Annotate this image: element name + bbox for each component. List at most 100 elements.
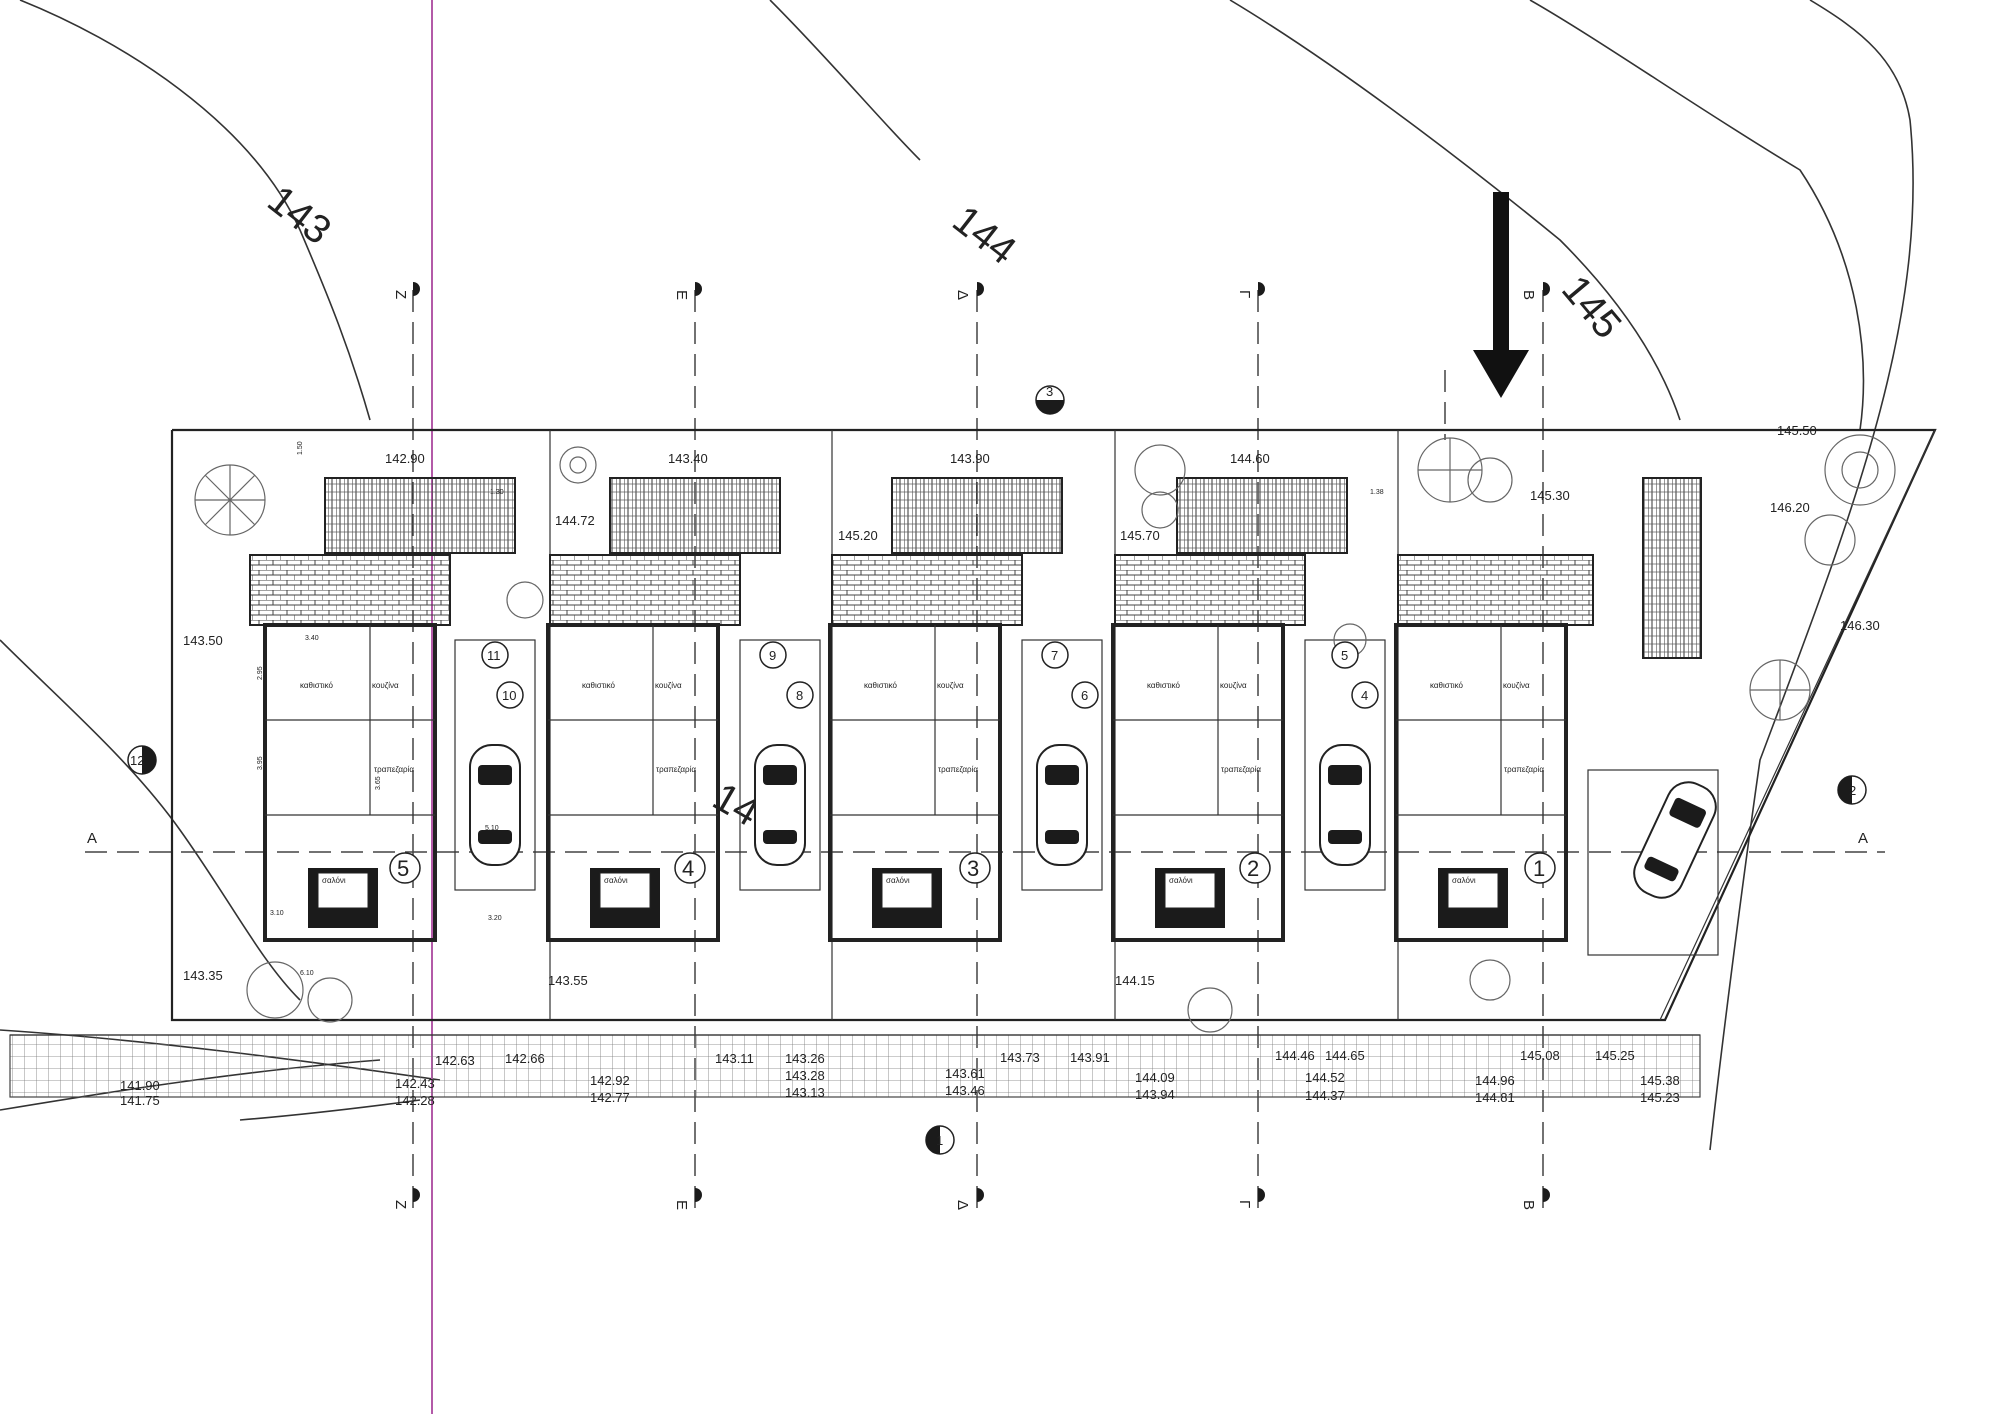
dimension-labels: 3.40 3.95 3.10 5.10 3.20 1.30 1.50 1.38 … <box>257 441 1384 977</box>
elevation-label: 143.73 <box>1000 1050 1040 1065</box>
room-label: τραπεζαρία <box>656 765 696 774</box>
contour-line <box>0 639 301 1001</box>
contour-label-144: 144 <box>944 197 1024 273</box>
svg-text:5.10: 5.10 <box>485 825 499 832</box>
tree-icon <box>307 977 353 1023</box>
trees <box>194 434 1896 1033</box>
svg-text:3: 3 <box>1046 384 1053 399</box>
tree-icon <box>506 581 544 619</box>
svg-text:1.38: 1.38 <box>1370 489 1384 496</box>
contour-line <box>1529 0 1865 431</box>
section-marker-icon: 8 <box>786 681 814 709</box>
svg-text:5: 5 <box>1341 648 1348 663</box>
room-label: κουζίνα <box>1503 681 1530 690</box>
axis-heads <box>413 282 1550 1202</box>
house-unit-3: κουζίνα καθιστικό τραπεζαρία σαλόνι <box>828 623 1002 942</box>
svg-text:3.40: 3.40 <box>305 635 319 642</box>
elevation-label: 142.92 <box>590 1073 630 1088</box>
tree-icon <box>194 464 266 536</box>
tree-icon <box>1804 514 1856 566</box>
elevation-label: 143.90 <box>950 451 990 466</box>
section-axes <box>412 290 1544 1210</box>
car-icon <box>1319 744 1371 866</box>
elevation-label: 142.43 <box>395 1076 435 1091</box>
svg-text:1: 1 <box>936 1133 943 1148</box>
unit-number-2: 2 <box>1239 852 1271 884</box>
elevation-label: 144.37 <box>1305 1088 1345 1103</box>
section-marker-icon: 10 <box>496 681 524 709</box>
elevation-label: 143.11 <box>715 1051 754 1066</box>
terrace-unit-4 <box>549 554 741 626</box>
room-label: σαλόνι <box>604 876 628 885</box>
elevation-label: 144.81 <box>1475 1090 1515 1105</box>
elevation-label: 144.46 <box>1275 1048 1315 1063</box>
elevation-label: 144.72 <box>555 513 595 528</box>
svg-text:3.10: 3.10 <box>270 910 284 917</box>
room-label: καθιστικό <box>1147 681 1181 690</box>
contour-line <box>19 0 371 421</box>
elevation-label: 143.13 <box>785 1085 825 1100</box>
svg-text:2: 2 <box>1247 856 1259 881</box>
section-marker-icon: 9 <box>759 641 787 669</box>
tree-icon <box>559 446 597 484</box>
pool-unit-3 <box>891 477 1063 554</box>
pool-unit-2 <box>1176 477 1348 554</box>
section-marker-icon: 12 <box>127 745 157 775</box>
contour-label-143: 143 <box>259 177 339 253</box>
elevation-label: 142.66 <box>505 1051 545 1066</box>
marked-elevations: 142.90 143.40 143.90 144.60 144.72 145.2… <box>183 423 1880 988</box>
svg-text:1.50: 1.50 <box>297 441 304 455</box>
house-unit-5: κουζίνα καθιστικό τραπεζαρία σαλόνι <box>263 623 437 942</box>
svg-text:3.20: 3.20 <box>488 915 502 922</box>
section-marker-icon: 11 <box>481 641 509 669</box>
car-icon <box>1633 781 1717 899</box>
unit-number-5: 5 <box>389 852 421 884</box>
section-label-a-right: A <box>1858 830 1868 847</box>
elevation-label: 143.61 <box>945 1066 985 1081</box>
car-icon <box>469 744 521 866</box>
elevation-label: 145.08 <box>1520 1048 1560 1063</box>
terrace-unit-2 <box>1114 554 1306 626</box>
car-icon <box>1036 744 1088 866</box>
elevation-label: 142.28 <box>395 1093 435 1108</box>
room-label: καθιστικό <box>1430 681 1464 690</box>
pool-unit-1 <box>1642 477 1702 659</box>
elevation-label: 145.23 <box>1640 1090 1680 1105</box>
terrace-unit-3 <box>831 554 1023 626</box>
car-icon <box>754 744 806 866</box>
axis-labels-bottom: Z E Δ Γ B <box>392 1200 1537 1210</box>
elevation-label: 143.28 <box>785 1068 825 1083</box>
elevation-label: 145.20 <box>838 528 878 543</box>
room-label: σαλόνι <box>1169 876 1193 885</box>
contour-line <box>1709 0 1914 1151</box>
svg-text:6.10: 6.10 <box>300 970 314 977</box>
svg-text:4: 4 <box>682 856 694 881</box>
axis-letter-gamma-top: Γ <box>1236 290 1253 298</box>
tree-icon <box>1824 434 1896 506</box>
axis-letter-b-bottom: B <box>1520 1200 1537 1210</box>
tree-icon <box>1749 659 1811 721</box>
elevation-label: 144.65 <box>1325 1048 1365 1063</box>
pool-unit-5 <box>324 477 516 554</box>
elevation-label: 141.90 <box>120 1078 160 1093</box>
room-label: τραπεζαρία <box>938 765 978 774</box>
section-marker-icon: 5 <box>1331 641 1359 669</box>
axis-letter-b-top: B <box>1520 290 1537 300</box>
terrace-unit-5 <box>249 554 451 626</box>
elevation-label: 144.15 <box>1115 973 1155 988</box>
svg-text:6: 6 <box>1081 688 1088 703</box>
section-marker-icon: 3 <box>1035 384 1065 415</box>
north-arrow-icon <box>1473 192 1529 398</box>
elevation-label: 143.35 <box>183 968 223 983</box>
contour-label-145: 145 <box>1553 268 1630 347</box>
svg-text:11: 11 <box>487 648 501 663</box>
tree-icon <box>1134 444 1186 529</box>
svg-text:12: 12 <box>130 753 144 768</box>
room-label: κουζίνα <box>372 681 399 690</box>
svg-text:3.95: 3.95 <box>257 756 264 770</box>
axis-letter-e-bottom: E <box>673 1200 690 1210</box>
svg-text:7: 7 <box>1051 648 1058 663</box>
terrace-unit-1 <box>1397 554 1594 626</box>
elevation-label: 146.20 <box>1770 500 1810 515</box>
